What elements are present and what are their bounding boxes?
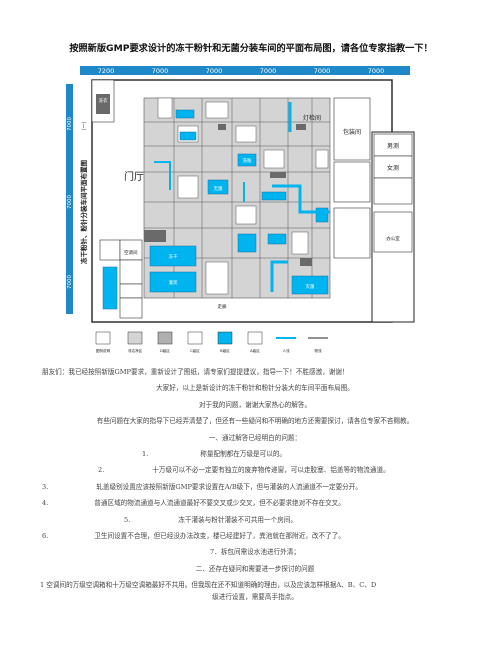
material-flow-path xyxy=(270,102,330,292)
plan-side-title: 冻干粉针、粉针分装车间平面布置图 xyxy=(79,160,88,265)
top-dimension-bar xyxy=(80,66,410,75)
list-item-3: 3. 轧盖级别设置应该按照新版GMP要求设置在A/B级下，但与灌装的人流通道不一定… xyxy=(40,479,470,495)
legend-label-3: D级区 xyxy=(160,348,170,353)
label-wash-bottle: 洗瓶 xyxy=(243,157,252,164)
left-dimension-bar xyxy=(66,84,73,314)
plan-legend: 图例说明 非洁净区 D级区 C级区 B级区 A级区 人流 物流 xyxy=(95,331,328,353)
list-item-5-text: 冻干灌装与粉针灌装不可共用一个房间。 xyxy=(178,515,297,524)
label-female: 女测 xyxy=(387,164,399,172)
list-item-6: 6. 卫生间设置不合理，但已经没办法改变，楼已经建好了，粪池就在那附近，改不了了。 xyxy=(40,528,470,544)
dim-left-1: 7000 xyxy=(67,117,73,131)
body-text: 朋友们：我已经按照新版GMP要求，重新设计了图纸，请专家们提提建议，指导一下！不… xyxy=(40,364,470,603)
dim-top-1: 7200 xyxy=(98,67,115,75)
legend-label-6: A级区 xyxy=(250,348,260,353)
legend-label-4: C级区 xyxy=(190,348,200,353)
list-item-6-num: 6. xyxy=(42,532,49,541)
dim-top-4: 7000 xyxy=(260,67,277,75)
floor-plan: 7200 7000 7000 7000 7000 7000 7000 7000 … xyxy=(62,62,442,360)
dim-left-3: 7000 xyxy=(67,275,73,289)
legend-label-5: B级区 xyxy=(220,348,230,353)
label-washroom: 洗衣 xyxy=(99,97,108,104)
label-aseptic: 无菌 xyxy=(214,185,223,192)
label-office: 办公室 xyxy=(386,235,400,242)
list-item-3-text: 轧盖级别设置应该按照新版GMP要求设置在A/B级下，但与灌装的人流通道不一定要分… xyxy=(96,482,362,491)
stair-block xyxy=(96,94,110,114)
list-item-2-num: 2. xyxy=(98,466,105,475)
dim-top-6: 7000 xyxy=(368,67,385,75)
list-item-2: 2. 十万级可以不必一定要有独立的废弃物传递窗，可以走胶塞、铝盖等的物流通道。 xyxy=(40,462,470,478)
legend-label-7: 人流 xyxy=(282,348,290,353)
right-rooms xyxy=(333,97,413,259)
paragraph-2: 大家好，以上是新设计的冻干粉针和粉针分装大的车间平面布局图。 xyxy=(156,384,354,393)
label-light-inspection: 灯检间 xyxy=(303,114,321,122)
legend-label-8: 物流 xyxy=(314,348,322,353)
heading-1: 一、通过解答已经明白的问题： xyxy=(208,433,302,442)
list-item-4: 4. 普通区域的物流通道与人流通道最好不要交叉或少交叉，但不必要求绝对不存在交叉。 xyxy=(40,495,470,511)
list-item-7: 7．拆包间需设水池进行外清； xyxy=(210,548,300,557)
person-flow-path xyxy=(154,161,245,202)
label-corridor: 走廊 xyxy=(218,303,227,310)
list-item-1-num: 1. xyxy=(142,450,149,459)
paragraph-3: 对于我的问题，谢谢大家热心的解答。 xyxy=(198,400,312,409)
list-item-1-text: 称量配制都在万级是可以的。 xyxy=(200,450,287,459)
paragraph-1: 朋友们：我已经按照新版GMP要求，重新设计了图纸，请专家们提提建议，指导一下！不… xyxy=(42,368,349,376)
plan-side-title-note: （一） xyxy=(82,118,88,133)
document-title: 按照新版GMP要求设计的冻干粉针和无菌分装车间的平面布局图，请各位专家指教一下！ xyxy=(69,43,433,54)
list-item-3-num: 3. xyxy=(42,482,49,491)
label-filling: 灌装 xyxy=(169,279,178,286)
label-lobby: 门厅 xyxy=(124,170,144,183)
paragraph-4: 有些问题在大家的指导下已经弄清楚了，但还有一些疑问和不明确的地方还需要探讨，请各… xyxy=(96,417,414,426)
list-item-5-num: 5. xyxy=(124,515,131,524)
dim-top-2: 7000 xyxy=(152,67,169,75)
list-item-1: 1. 称量配制都在万级是可以的。 xyxy=(40,446,470,462)
floor-plan-drawing: 7200 7000 7000 7000 7000 7000 7000 7000 … xyxy=(66,66,415,353)
cyan-rooms xyxy=(102,109,329,310)
heading-2: 二、还存在疑问和需要进一步探讨的问题 xyxy=(195,564,315,573)
list-item-4-num: 4. xyxy=(42,499,49,508)
label-sterile: 灭菌 xyxy=(306,283,315,290)
list-item-6-text: 卫生间设置不合理，但已经没办法改变，楼已经建好了，粪池就在那附近，改不了了。 xyxy=(94,532,345,541)
dim-top-5: 7000 xyxy=(314,67,331,75)
equipment-blocks xyxy=(144,124,312,266)
legend-label-2: 非洁净区 xyxy=(128,348,143,353)
legend-label-1: 图例说明 xyxy=(96,348,111,353)
question-1-line-2: 级进行设置，需要高手指点。 xyxy=(212,593,298,602)
label-male: 男测 xyxy=(387,142,399,150)
label-lyophilize: 冻干 xyxy=(169,253,178,260)
list-item-4-text: 普通区域的物流通道与人流通道最好不要交叉或少交叉，但不必要求绝对不存在交叉。 xyxy=(94,499,345,508)
dim-top-3: 7000 xyxy=(206,67,223,75)
sub-rooms xyxy=(157,97,329,295)
dim-left-2: 7000 xyxy=(67,195,73,209)
question-1-line-1: 1 空调间的万级空调箱和十万级空调箱最好不共用。但我现在还不知道明确的理由，以及… xyxy=(40,581,377,590)
list-item-5: 5. 冻干灌装与粉针灌装不可共用一个房间。 xyxy=(40,512,470,528)
label-air-con: 空调间 xyxy=(124,249,138,256)
label-packaging: 包装间 xyxy=(343,128,361,136)
list-item-2-text: 十万级可以不必一定要有独立的废弃物传递窗，可以走胶塞、铝盖等的物流通道。 xyxy=(152,466,390,475)
